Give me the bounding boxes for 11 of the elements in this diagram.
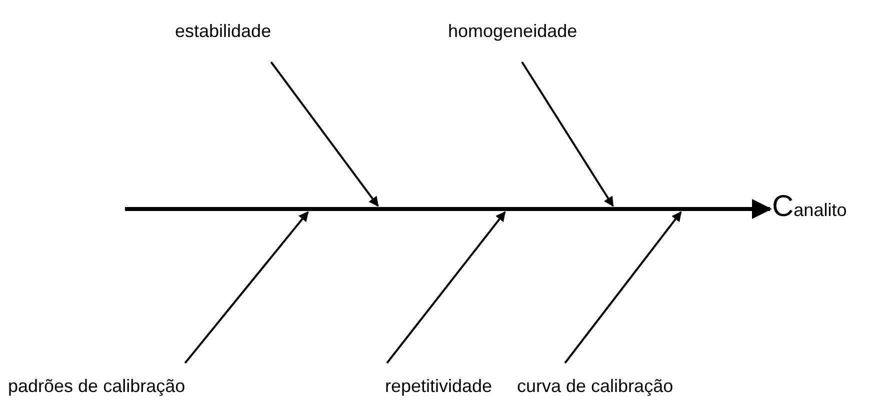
cause-label: curva de calibração <box>517 377 674 395</box>
arrow <box>521 61 614 207</box>
cause-label: padrões de calibração <box>8 377 186 395</box>
arrow <box>125 199 772 219</box>
cause-label: estabilidade <box>175 22 272 40</box>
arrow <box>184 211 309 364</box>
cause-label: homogeneidade <box>448 22 578 40</box>
cause-label: repetitividade <box>385 377 492 395</box>
arrow <box>564 211 682 364</box>
arrow <box>270 61 379 207</box>
arrow <box>386 211 506 364</box>
